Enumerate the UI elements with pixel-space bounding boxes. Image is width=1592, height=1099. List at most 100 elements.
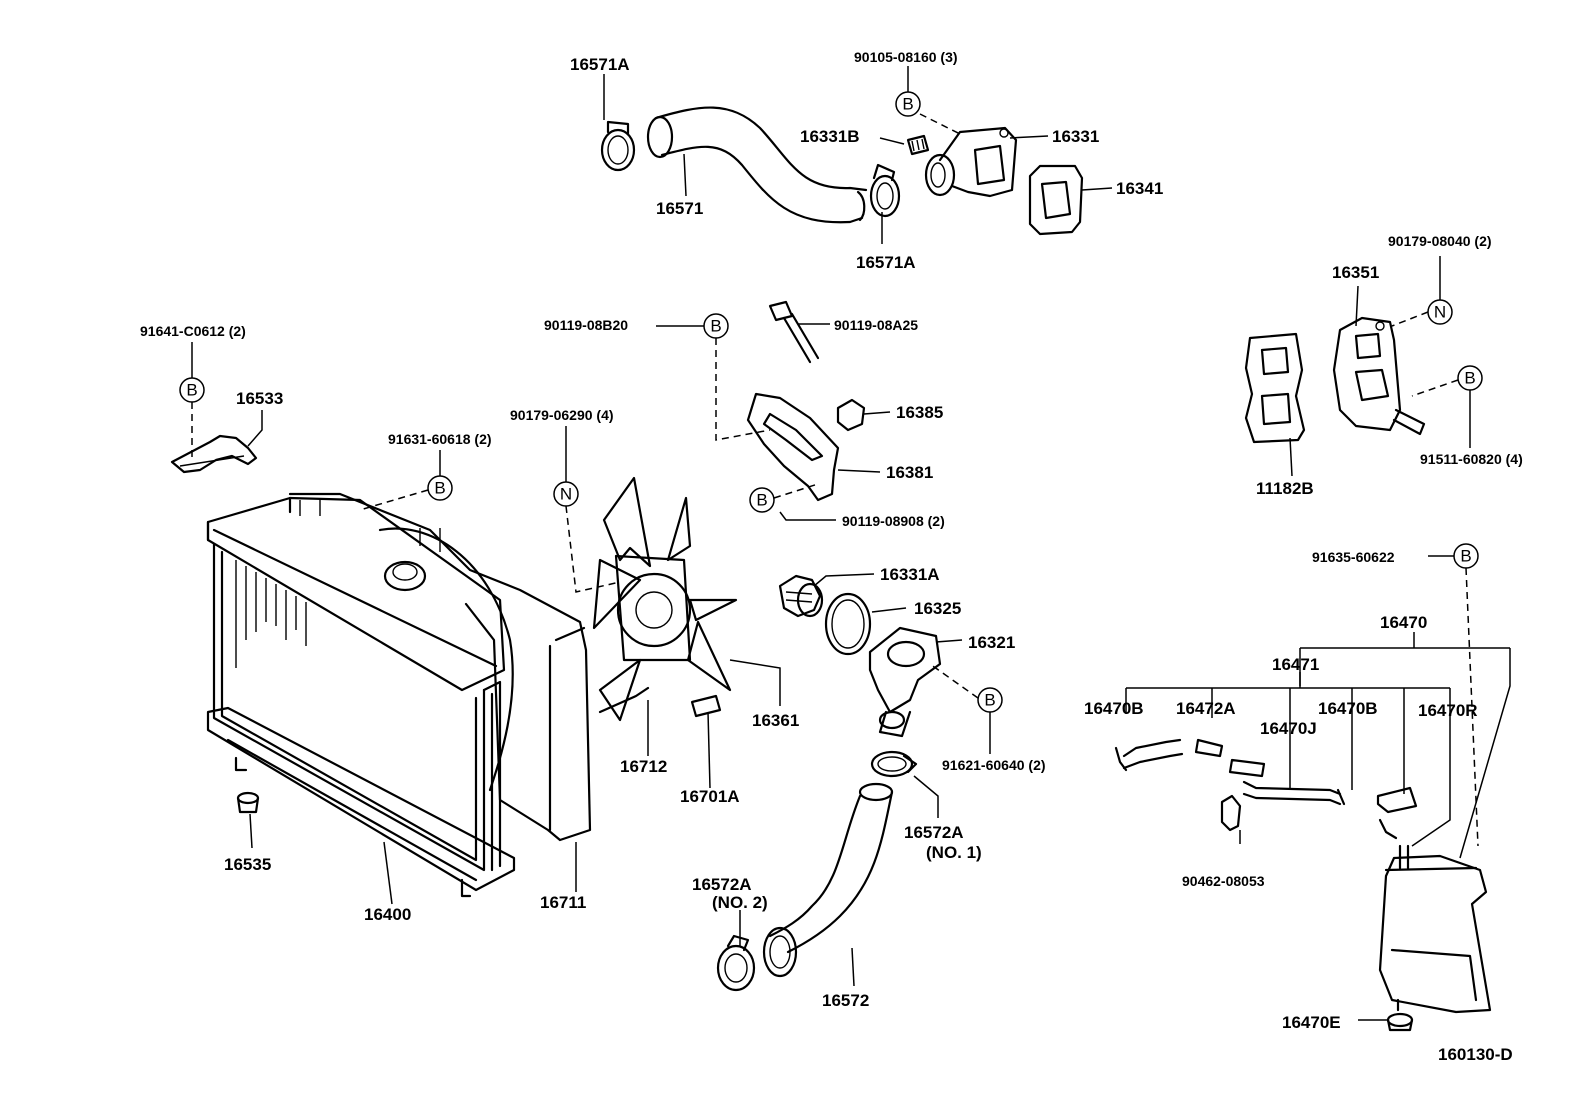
drain-cock-16535 xyxy=(236,791,260,814)
svg-text:B: B xyxy=(710,317,721,336)
label-16712: 16712 xyxy=(620,757,667,776)
lower-radiator-hose-16572 xyxy=(768,790,894,954)
label-16571A: 16571A xyxy=(570,55,630,74)
label-16572A-no2: 16572A xyxy=(692,875,752,894)
label-16535: 16535 xyxy=(224,855,271,874)
upper-radiator-hose-16571 xyxy=(654,106,868,224)
label-16711: 16711 xyxy=(540,893,586,912)
bolt-marker: B xyxy=(749,487,775,513)
dashed-lines xyxy=(191,113,1479,847)
label-no1: (NO. 1) xyxy=(926,843,982,862)
hose-clamp-16572A-no1 xyxy=(870,750,918,778)
label-16321: 16321 xyxy=(968,633,1015,652)
label-16325: 16325 xyxy=(914,599,961,618)
label-16470B: 16470B xyxy=(1318,699,1378,718)
upper-radiator-hose-group xyxy=(600,106,1084,236)
gasket-16325 xyxy=(824,592,872,656)
gasket-16341 xyxy=(1028,164,1084,236)
label-91635-60622: 91635-60622 xyxy=(1312,549,1395,565)
water-inlet-group xyxy=(1244,316,1426,444)
label-91621-60640: 91621-60640 (2) xyxy=(942,757,1046,773)
label-90119-08B20: 90119-08B20 xyxy=(544,317,628,333)
label-91511-60820: 91511-60820 (4) xyxy=(1420,451,1523,467)
label-90119-08908: 90119-08908 (2) xyxy=(842,513,945,529)
fastener-markers: B B B B N B B N B B xyxy=(179,91,1483,713)
svg-text:N: N xyxy=(560,485,572,504)
label-16400: 16400 xyxy=(364,905,411,924)
clamp-90462-08053 xyxy=(1220,794,1242,832)
label-16571: 16571 xyxy=(656,199,703,218)
svg-text:B: B xyxy=(902,95,913,114)
svg-text:B: B xyxy=(984,691,995,710)
label-16331: 16331 xyxy=(1052,127,1099,146)
svg-text:B: B xyxy=(434,479,445,498)
diagram-code: 160130-D xyxy=(1438,1045,1513,1064)
label-91631-60618: 91631-60618 (2) xyxy=(388,431,492,447)
bracket-16381 xyxy=(746,392,840,502)
label-90179-06290: 90179-06290 (4) xyxy=(510,407,614,423)
label-16341: 16341 xyxy=(1116,179,1163,198)
label-16331A: 16331A xyxy=(880,565,940,584)
label-16351: 16351 xyxy=(1332,263,1379,282)
radiator-16400 xyxy=(206,496,516,898)
bolt-marker: B xyxy=(1457,365,1483,391)
label-16572: 16572 xyxy=(822,991,869,1010)
nut-16385 xyxy=(836,398,866,432)
radiator-fins xyxy=(235,560,307,668)
svg-text:B: B xyxy=(756,491,767,510)
reservoir-tank-16470 xyxy=(1378,844,1492,1014)
bolt-marker: B xyxy=(1453,543,1479,569)
cooling-fan-16361 xyxy=(592,476,738,722)
label-16381: 16381 xyxy=(886,463,933,482)
reservoir-hoses-16471 xyxy=(1114,738,1418,840)
radiator-support-16533 xyxy=(170,434,258,474)
label-16571A: 16571A xyxy=(856,253,916,272)
water-inlet-16351 xyxy=(1332,316,1426,436)
label-16472A: 16472A xyxy=(1176,699,1236,718)
label-16470R: 16470R xyxy=(1418,701,1478,720)
gasket-11182B xyxy=(1244,332,1306,444)
svg-text:B: B xyxy=(1460,547,1471,566)
svg-text:N: N xyxy=(1434,303,1446,322)
bolt-marker: B xyxy=(703,313,729,339)
water-inlet-16321 xyxy=(868,626,942,738)
hose-clamp-16571A-bottom xyxy=(869,163,901,218)
callout-labels: 16571A 16571 16571A 90105-08160 (3) 1633… xyxy=(140,49,1523,1064)
svg-text:B: B xyxy=(186,381,197,400)
bolt-marker: B xyxy=(179,377,205,403)
plug-16331B xyxy=(906,134,930,156)
label-16471: 16471 xyxy=(1272,655,1319,674)
label-16470E: 16470E xyxy=(1282,1013,1341,1032)
label-16361: 16361 xyxy=(752,711,799,730)
reservoir-cap-16470E xyxy=(1386,1012,1414,1032)
label-16470J: 16470J xyxy=(1260,719,1317,738)
label-16470B: 16470B xyxy=(1084,699,1144,718)
bolt-marker: B xyxy=(977,687,1003,713)
svg-text:B: B xyxy=(1464,369,1475,388)
label-16331B: 16331B xyxy=(800,127,860,146)
water-outlet-16331 xyxy=(924,126,1018,198)
leader-lines xyxy=(191,66,1511,1021)
thermostat-16331A xyxy=(778,574,824,618)
bolt-90119-08A25 xyxy=(768,300,820,364)
label-11182B: 11182B xyxy=(1256,479,1314,498)
label-90179-08040: 90179-08040 (2) xyxy=(1388,233,1492,249)
label-90105-08160: 90105-08160 (3) xyxy=(854,49,958,65)
label-90462-08053: 90462-08053 xyxy=(1182,873,1265,889)
hose-clamp-16572A-no2 xyxy=(716,934,756,992)
label-16385: 16385 xyxy=(896,403,943,422)
nut-marker: N xyxy=(1427,299,1453,325)
retainer-16701A xyxy=(690,694,722,718)
nut-marker: N xyxy=(553,481,579,507)
fan-shroud-16711 xyxy=(288,492,592,842)
label-16470: 16470 xyxy=(1380,613,1427,632)
label-16572A-no1: 16572A xyxy=(904,823,964,842)
label-91641-C0612: 91641-C0612 (2) xyxy=(140,323,246,339)
bolt-marker: B xyxy=(427,475,453,501)
shroud-piece-16712 xyxy=(598,686,650,714)
label-no2: (NO. 2) xyxy=(712,893,768,912)
label-90119-08A25: 90119-08A25 xyxy=(834,317,918,333)
label-16533: 16533 xyxy=(236,389,283,408)
hose-clamp-16571A-top xyxy=(600,120,636,172)
